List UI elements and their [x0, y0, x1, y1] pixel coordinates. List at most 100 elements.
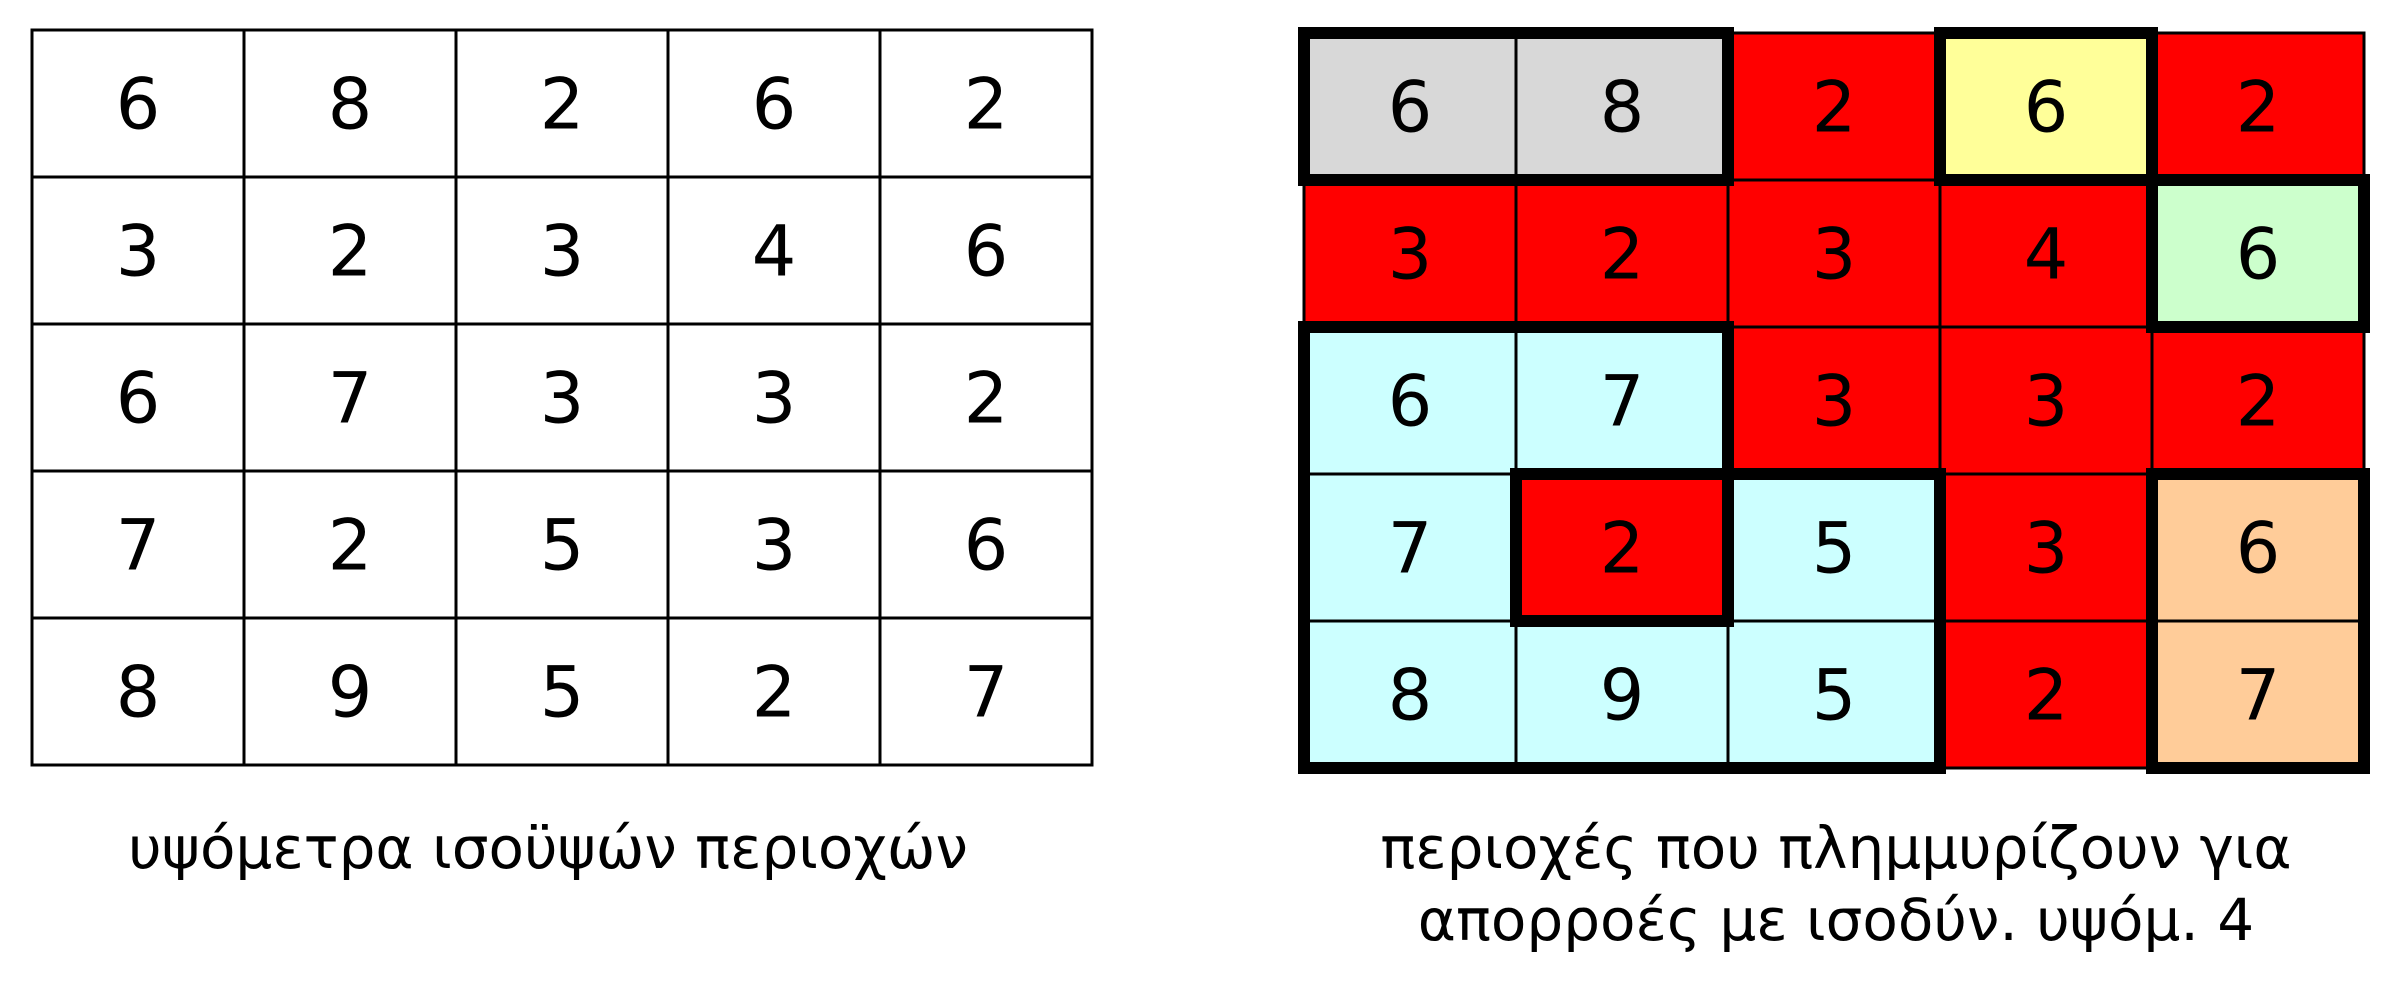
left-cell-value: 7: [328, 358, 373, 440]
right-grid-caption-line1: περιοχές που πλημμυρίζουν για: [1380, 814, 2291, 882]
left-cell-r1c3: 2: [454, 28, 670, 179]
left-cell-value: 2: [964, 64, 1009, 146]
right-cell-r5c2: 9: [1514, 619, 1730, 770]
left-cell-bg: [666, 469, 882, 620]
right-cell-bg: [1726, 619, 1942, 770]
right-cell-bg: [1514, 472, 1730, 623]
left-cell-bg: [878, 616, 1094, 767]
left-cell-value: 3: [540, 358, 585, 440]
left-cell-bg: [30, 28, 246, 179]
right-cell-value: 3: [2024, 508, 2069, 590]
right-cell-value: 3: [1812, 214, 1857, 296]
right-cell-r4c5: 6: [2150, 472, 2366, 623]
right-cell-value: 2: [1812, 67, 1857, 149]
left-cell-r2c2: 2: [242, 175, 458, 326]
left-cell-value: 2: [540, 64, 585, 146]
left-cell-bg: [666, 322, 882, 473]
right-cell-bg: [2150, 472, 2366, 623]
right-cell-r5c5: 7: [2150, 619, 2366, 770]
left-cell-value: 6: [964, 211, 1009, 293]
left-cell-r4c4: 3: [666, 469, 882, 620]
right-cell-r3c4: 3: [1938, 325, 2154, 476]
left-grid-caption: υψόμετρα ισοϋψών περιοχών: [128, 814, 968, 882]
left-cell-value: 3: [540, 211, 585, 293]
right-cell-value: 9: [1600, 655, 1645, 737]
left-cell-value: 3: [116, 211, 161, 293]
left-cell-r4c3: 5: [454, 469, 670, 620]
right-cell-value: 8: [1388, 655, 1433, 737]
right-cell-r4c2: 2: [1514, 472, 1730, 623]
left-cell-r3c4: 3: [666, 322, 882, 473]
left-cell-bg: [878, 175, 1094, 326]
right-cell-value: 3: [2024, 361, 2069, 443]
right-cell-r1c5: 2: [2150, 31, 2366, 182]
right-cell-r1c3: 2: [1726, 31, 1942, 182]
right-cell-r5c4: 2: [1938, 619, 2154, 770]
left-cell-r4c5: 6: [878, 469, 1094, 620]
left-cell-bg: [242, 616, 458, 767]
left-cell-bg: [30, 175, 246, 326]
left-cell-r3c2: 7: [242, 322, 458, 473]
right-cell-bg: [2150, 619, 2366, 770]
left-cell-r1c5: 2: [878, 28, 1094, 179]
right-cell-value: 6: [2024, 67, 2069, 149]
right-cell-value: 2: [2236, 361, 2281, 443]
left-cell-value: 3: [752, 358, 797, 440]
left-cell-r1c2: 8: [242, 28, 458, 179]
left-cell-value: 8: [116, 652, 161, 734]
right-cell-bg: [2150, 31, 2366, 182]
left-cell-r3c3: 3: [454, 322, 670, 473]
right-cell-value: 7: [2236, 655, 2281, 737]
right-cell-r4c4: 3: [1938, 472, 2154, 623]
left-cell-value: 3: [752, 505, 797, 587]
left-cell-value: 6: [116, 358, 161, 440]
left-cell-r2c1: 3: [30, 175, 246, 326]
right-cell-value: 6: [2236, 508, 2281, 590]
left-cell-bg: [454, 28, 670, 179]
left-cell-bg: [454, 616, 670, 767]
right-cell-value: 3: [1812, 361, 1857, 443]
right-cell-value: 6: [2236, 214, 2281, 296]
left-cell-bg: [454, 175, 670, 326]
right-cell-bg: [2150, 325, 2366, 476]
right-cell-bg: [1514, 619, 1730, 770]
left-cell-r4c2: 2: [242, 469, 458, 620]
left-cell-value: 2: [328, 505, 373, 587]
left-cell-value: 6: [752, 64, 797, 146]
right-cell-value: 7: [1388, 508, 1433, 590]
right-cell-bg: [1302, 325, 1518, 476]
right-cell-bg: [1726, 31, 1942, 182]
left-cell-r1c4: 6: [666, 28, 882, 179]
left-cell-value: 2: [328, 211, 373, 293]
left-cell-bg: [30, 616, 246, 767]
right-cell-r1c4: 6: [1938, 31, 2154, 182]
left-cell-value: 6: [964, 505, 1009, 587]
left-cell-r5c1: 8: [30, 616, 246, 767]
left-cell-bg: [878, 469, 1094, 620]
right-cell-value: 6: [1388, 361, 1433, 443]
left-cell-r2c3: 3: [454, 175, 670, 326]
right-grid-caption-line2: απορροές με ισοδύν. υψόμ. 4: [1418, 886, 2254, 954]
right-cell-value: 2: [2024, 655, 2069, 737]
left-cell-r3c5: 2: [878, 322, 1094, 473]
left-cell-value: 6: [116, 64, 161, 146]
left-cell-value: 5: [540, 652, 585, 734]
left-cell-value: 2: [964, 358, 1009, 440]
left-cell-value: 9: [328, 652, 373, 734]
left-cell-bg: [242, 469, 458, 620]
right-cell-value: 4: [2024, 214, 2069, 296]
right-cell-r2c3: 3: [1726, 178, 1942, 329]
left-cell-value: 8: [328, 64, 373, 146]
right-cell-r4c1: 7: [1302, 472, 1518, 623]
right-cell-r3c3: 3: [1726, 325, 1942, 476]
left-cell-r5c5: 7: [878, 616, 1094, 767]
right-cell-value: 3: [1388, 214, 1433, 296]
right-cell-value: 5: [1812, 508, 1857, 590]
right-cell-r5c3: 5: [1726, 619, 1942, 770]
left-cell-bg: [30, 469, 246, 620]
right-cell-r2c1: 3: [1302, 178, 1518, 329]
left-cell-value: 2: [752, 652, 797, 734]
right-cell-value: 5: [1812, 655, 1857, 737]
